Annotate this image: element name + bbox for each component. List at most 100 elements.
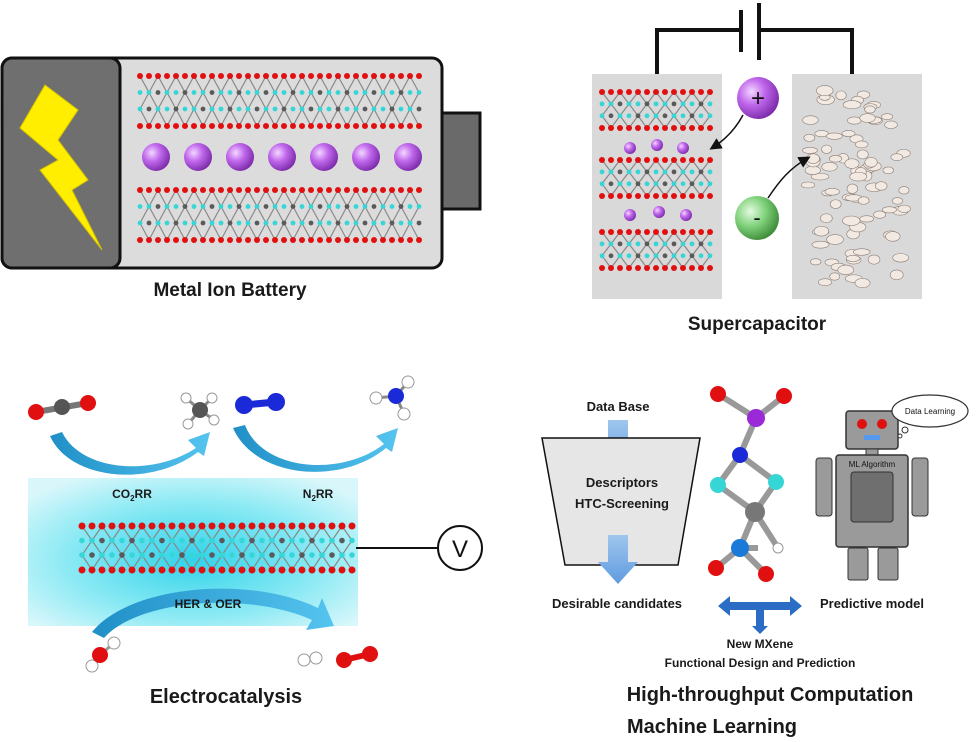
carbon-flake [811, 240, 830, 249]
atom [662, 253, 668, 259]
bond [111, 540, 123, 556]
bond [157, 189, 168, 207]
bond [673, 103, 684, 117]
atom [689, 253, 695, 259]
atom [317, 204, 323, 209]
anion-sign: - [753, 205, 760, 230]
bond [346, 92, 357, 110]
atom [308, 106, 314, 112]
atom [389, 204, 395, 209]
atom [698, 241, 704, 247]
atom [236, 187, 242, 193]
carbon-flake [892, 253, 909, 263]
atom [328, 566, 336, 574]
bond [148, 108, 159, 127]
atom [146, 187, 152, 193]
bond [664, 103, 675, 117]
bond [247, 75, 258, 93]
atom [626, 265, 632, 271]
o2-molecule [336, 646, 378, 668]
bond [364, 75, 375, 93]
atom [407, 123, 413, 129]
atom [335, 123, 341, 129]
atom [335, 90, 341, 95]
atom [128, 566, 136, 574]
carbon-flake [800, 181, 816, 189]
carbon-flake [856, 149, 869, 160]
bond [628, 243, 639, 257]
atom [626, 101, 632, 107]
atom [299, 106, 305, 112]
atom [290, 204, 296, 209]
atom [371, 204, 377, 209]
atom [200, 237, 206, 243]
carbon-flake [810, 172, 830, 181]
atom [707, 241, 713, 247]
atom [138, 566, 146, 574]
bond [256, 108, 267, 127]
bond [139, 222, 150, 241]
bond [319, 92, 330, 110]
carbon-flake [891, 197, 904, 205]
atom [617, 253, 623, 259]
atom [389, 106, 395, 112]
atom [108, 522, 116, 530]
bond [175, 189, 186, 207]
bond [391, 92, 402, 110]
atom [335, 106, 341, 112]
bond [220, 189, 231, 207]
bond [184, 75, 195, 93]
bond [382, 222, 393, 241]
atom [228, 566, 236, 574]
atom [644, 265, 650, 271]
bond [157, 222, 168, 241]
atom [338, 522, 346, 530]
atom [308, 73, 314, 79]
atom [290, 220, 296, 226]
atom [146, 73, 152, 79]
bond [241, 540, 253, 556]
atom [599, 169, 605, 175]
atom [239, 552, 245, 558]
atom [290, 187, 296, 193]
atom [298, 566, 306, 574]
atom [398, 106, 404, 112]
atom [218, 73, 224, 79]
bond [382, 206, 393, 224]
atom [218, 90, 224, 95]
atom [380, 90, 386, 95]
atom [644, 241, 650, 247]
atom [281, 187, 287, 193]
carbon-flake [867, 254, 881, 265]
bond [265, 206, 276, 224]
atom [139, 537, 145, 544]
bond [141, 540, 153, 556]
atom [268, 566, 276, 574]
atom [191, 237, 197, 243]
atom [348, 566, 356, 574]
bond [283, 222, 294, 241]
n2rr-label: N2RR [303, 487, 334, 503]
atom [263, 237, 269, 243]
bond [382, 189, 393, 207]
atom [344, 106, 350, 112]
atom [229, 537, 235, 544]
atom [200, 204, 206, 209]
functional-design-label: Functional Design and Prediction [665, 656, 856, 670]
atom [319, 552, 325, 558]
atom [254, 237, 260, 243]
bond [337, 75, 348, 93]
atom [191, 73, 197, 79]
atom [119, 537, 125, 544]
atom [290, 237, 296, 243]
bond [211, 189, 222, 207]
atom [272, 73, 278, 79]
atom [128, 522, 136, 530]
carbon-flake [824, 188, 840, 196]
atom [644, 253, 650, 259]
bond [346, 75, 357, 93]
bond [310, 92, 321, 110]
bond [301, 189, 312, 207]
mxene-layer-top [137, 73, 422, 129]
atom [326, 187, 332, 193]
